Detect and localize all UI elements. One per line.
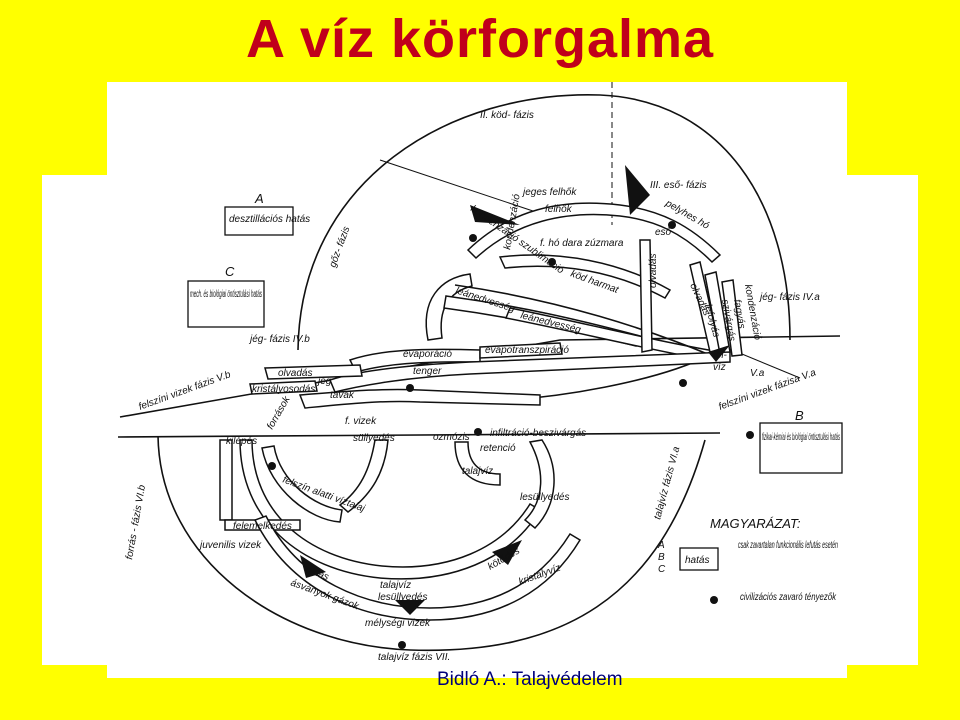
outer-upper-arc [297,94,791,351]
effect-C-text: mech. és biológiai öntisztulási hatás [190,289,262,300]
phase-jeg-4b: jég- fázis IV.b [248,334,310,345]
effect-A-letter: A [254,191,264,206]
arrow-talajviz [395,600,425,615]
tavak-band [298,388,541,409]
civ-dot-1 [469,234,477,242]
olvadas-band [264,364,363,380]
label-f-vizek: f. vizek [345,416,377,427]
evapotranspiration-band [479,342,563,359]
diagram-panel-left [42,175,108,665]
kristalyosodas-band [249,380,318,395]
label-felhok: felhők [545,204,573,215]
civ-dot-3 [668,221,676,229]
civ-dot-8 [398,641,406,649]
effect-B-text: fizikai-kémiai és biológiai öntisztulási… [762,432,840,443]
deep-outer-band [253,515,582,621]
label-evapotranszpiracio: evapotranszpiráció [485,345,569,356]
precip-band [498,254,672,299]
sullyedes-loop [338,439,389,513]
arrow-kondenzacio [470,205,520,225]
civ-dot-6 [268,462,276,470]
legend-hatas: hatás [685,555,709,566]
legend-hatas-desc: csak zavartalan funkcionális lefutás ese… [738,540,838,551]
civ-dot-7 [474,428,482,436]
phase-kod: II. köd- fázis [480,110,534,121]
lenedvesseg-arc [425,273,473,341]
label-tavak: tavak [330,390,355,401]
label-fel: fel- [713,350,728,361]
talajviz-loop [454,441,501,486]
footer-credit: Bidló A.: Talajvédelem [437,669,623,690]
label-lesullyedes: lesüllyedés [520,492,569,503]
label-jeges-felhok: jeges felhők [521,187,577,198]
civ-dot-5 [679,379,687,387]
effect-A-box [224,206,294,236]
label-kilepes: kilépés [226,436,257,447]
label-evaporacio: evaporáció [403,349,452,360]
legend-dot [710,596,718,604]
phase-jeg-4a: jég- fázis IV.a [758,292,820,303]
label-viz: víz [713,362,726,373]
label-ho-dara: f. hó dara zúzmara [540,238,624,249]
effect-C-letter: C [225,264,235,279]
label-retencio: retenció [480,443,516,454]
label-talajviz: talajvíz [462,466,493,477]
civ-dot-9 [746,431,754,439]
right-fall-band-3 [721,279,743,357]
rain-fall-band [639,239,653,353]
label-ozmozis: ozmózis [433,432,470,443]
page-title: A víz körforgalma [245,9,715,69]
label-eso: eső [655,227,672,238]
effect-B-letter: B [795,408,804,423]
label-talajviz-les-1: talajvíz [380,580,411,591]
label-felemelkedes: felemelkedés [233,521,292,532]
vapor-line [379,159,546,216]
civ-dot-4 [406,384,414,392]
phase-eso: III. eső- fázis [650,180,707,191]
diagram-panel-main [107,82,847,678]
legend-a: A [657,540,665,551]
subsurface-loop-inner [261,445,343,523]
cloud-band [466,202,722,264]
arrow-oldas [300,555,326,578]
civ-dot-2 [548,258,556,266]
label-melysegi: mélységi vizek [365,618,431,629]
deep-loop [219,439,233,521]
label-olvadas-left: olvadás [278,368,312,379]
legend-hatas-box [679,547,719,571]
legend-dot-desc: civilizációs zavaró tényezők [740,592,837,603]
legend-c: C [658,564,666,575]
legend-title: MAGYARÁZAT: [710,516,801,531]
label-jeg: jég [316,376,332,387]
label-juvenilis: juvenilis vizek [198,540,262,551]
effect-A-text: desztillációs hatás [229,214,310,225]
arrow-fel [708,345,730,362]
effect-C-box [187,280,265,328]
label-sullyedes: süllyedés [353,433,395,444]
arrow-kotodes [492,540,522,565]
label-kristalyosodas: kristályosodás [252,384,315,395]
label-olvadas-top: olvadás [648,254,659,288]
diagram-panel-right [846,175,918,665]
retencio-loop [523,439,555,530]
outer-lower-arc [157,435,706,652]
label-fagyas: fagyás [731,299,747,330]
label-tenger: tenger [413,366,442,377]
ground-line [117,432,721,438]
tenger-band [328,351,731,393]
label-infiltracio: infiltráció-beszivárgás [490,428,586,439]
label-v-a: V.a [750,368,765,379]
label-talajviz-les-2: lesüllyedés [378,592,427,603]
effect-B-box [759,422,843,474]
arrow-eso [625,165,650,215]
legend-b: B [658,552,665,563]
phase-talajviz-7: talajvíz fázis VII. [378,652,450,663]
